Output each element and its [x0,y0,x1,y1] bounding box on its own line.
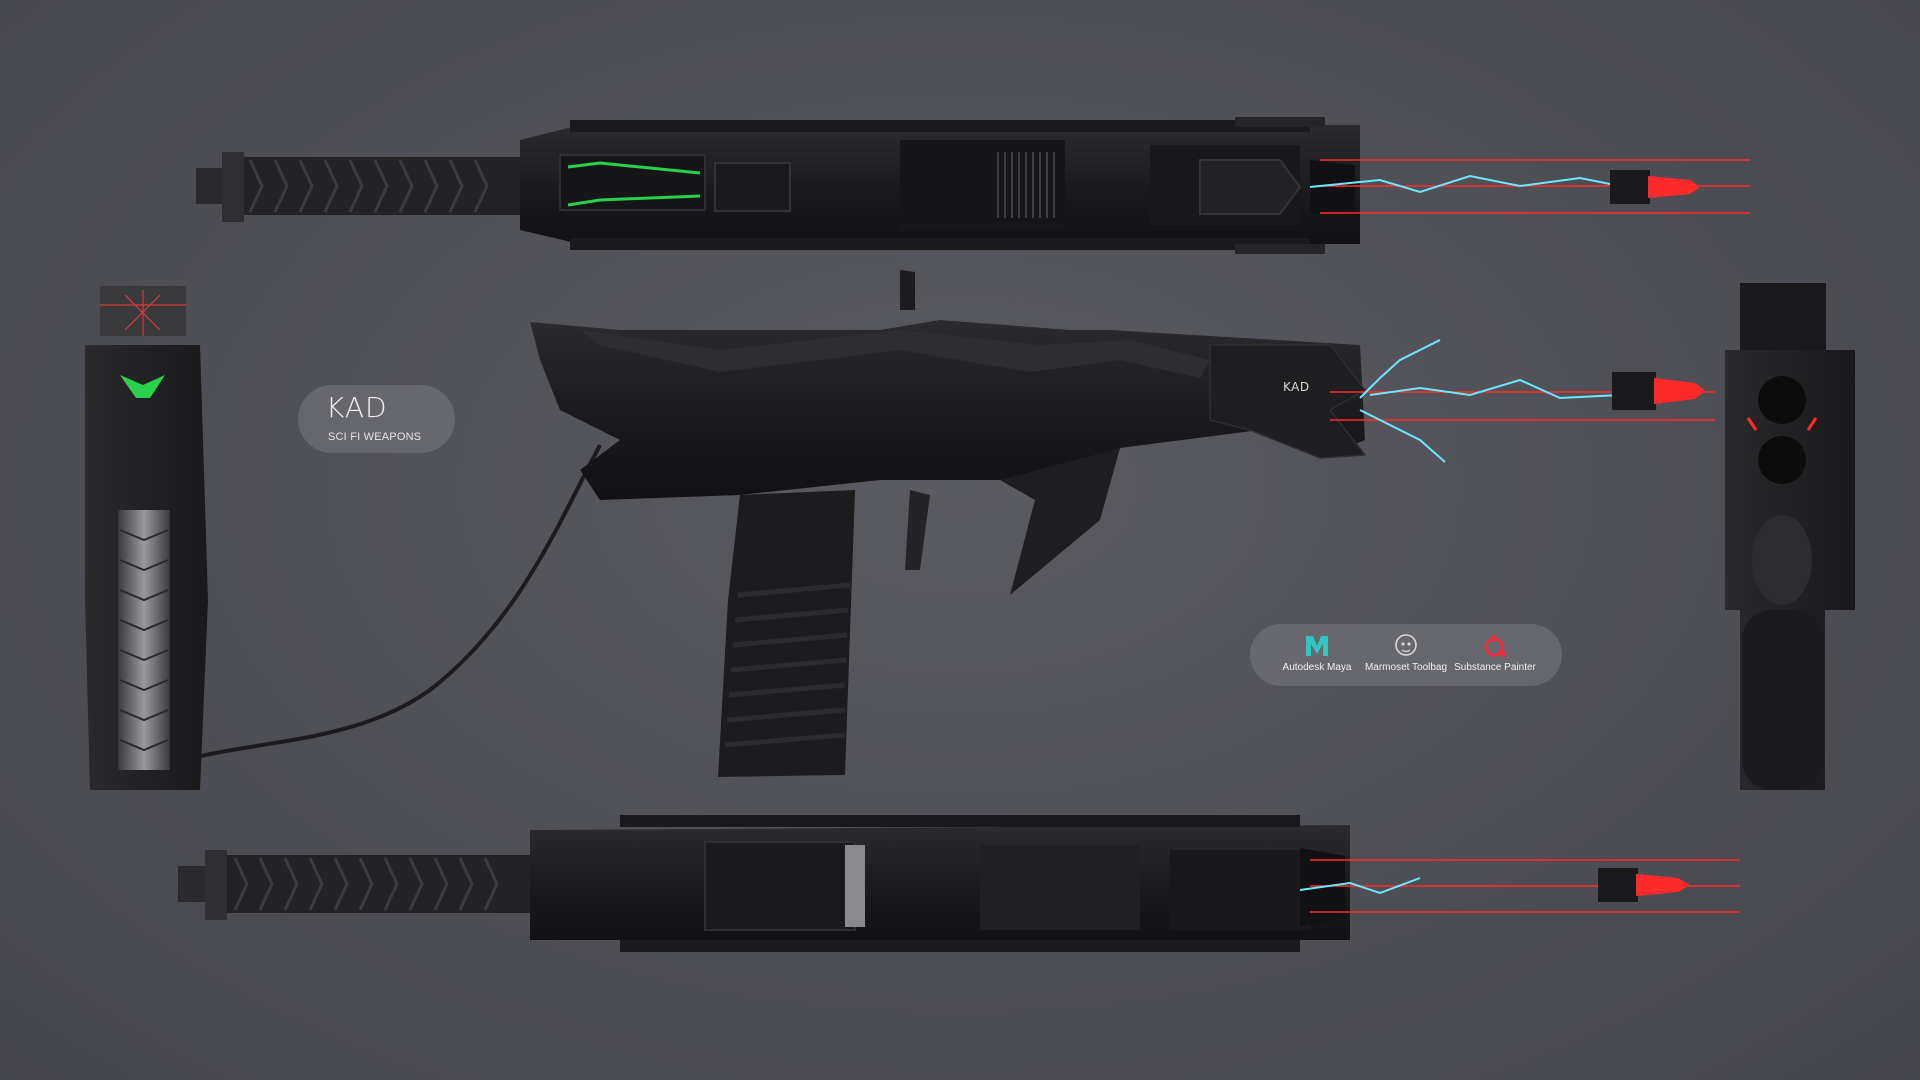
side-view-muzzle [1209,344,1367,459]
front-view-barrel-top [1758,376,1806,424]
software-badge: Autodesk Maya Marmoset Toolbag Substance… [1250,624,1562,686]
side-view-magazine [718,490,855,777]
rear-view [85,286,208,790]
top-view-green-light-2 [567,194,701,207]
front-view-barrel-bottom [1758,436,1806,484]
top-view-green-light-1 [567,161,701,175]
bottom-view-projectile [1598,868,1690,902]
bottom-view-cable [215,855,535,913]
tool-marmoset-label: Marmoset Toolbag [1364,662,1448,673]
side-view-projectile [1612,372,1705,410]
bottom-view [178,815,1740,952]
side-view-lower-blade [1000,448,1120,595]
tool-maya-label: Autodesk Maya [1282,662,1352,673]
weapon-marking: KAD [1283,380,1310,394]
top-view-projectile [1610,170,1700,204]
maya-icon [1306,636,1328,656]
page-subtitle: SCI FI WEAPONS [328,431,422,443]
tool-substance-label: Substance Painter [1454,662,1536,673]
side-view [195,270,1715,777]
title-badge: KAD SCI FI WEAPONS [298,385,455,453]
top-view-cable [230,157,530,215]
tool-marmoset: Marmoset Toolbag [1361,632,1451,673]
top-view-cable-chevrons [248,159,489,213]
tool-substance: Substance Painter [1450,632,1540,673]
rear-view-cable-strip [118,510,170,770]
page-title: KAD [326,391,388,424]
side-view-lightning [1359,339,1651,463]
side-view-cable [195,444,602,759]
tool-maya: Autodesk Maya [1272,632,1362,673]
front-view [1725,283,1855,790]
substance-painter-icon [1484,635,1506,657]
marmoset-icon [1395,634,1417,656]
top-view [196,117,1750,254]
